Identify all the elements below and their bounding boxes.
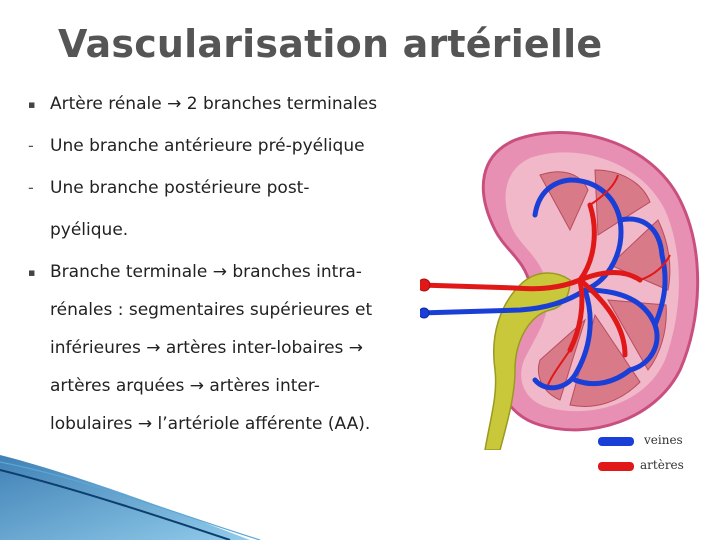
line-emphasis: Branche terminale [50,262,208,282]
line-text: Une branche postérieure post- [50,178,310,198]
line-rest: → 2 branches terminales [161,94,378,114]
slide-title: Vascularisation artérielle [58,22,603,66]
dash-bullet: - [28,178,34,197]
line-text: rénales : segmentaires supérieures et [50,300,373,320]
arteries-legend-label: artères [640,458,684,472]
veins-legend-swatch [598,437,634,446]
kidney-vascular-icon [420,131,700,450]
square-bullet-icon: ▪ [28,98,36,111]
arteries-legend-swatch [598,462,634,471]
line-text: Artère rénale → 2 branches terminales [50,94,377,114]
veins-legend-label: veines [644,433,683,447]
line-rest: → branches intra- [207,262,362,282]
line-text: pyélique. [50,220,129,240]
line-text: inférieures → artères inter-lobaires → [50,338,364,358]
line-text: artères arquées → artères inter- [50,376,320,396]
dash-bullet: - [28,136,34,155]
line-text: lobulaires → l’artériole afférente (AA). [50,414,371,434]
line-emphasis: Artère rénale [50,94,162,114]
line-text: Une branche antérieure pré-pyélique [50,136,365,156]
square-bullet-icon: ▪ [28,266,36,279]
line-text: Branche terminale → branches intra- [50,262,362,282]
